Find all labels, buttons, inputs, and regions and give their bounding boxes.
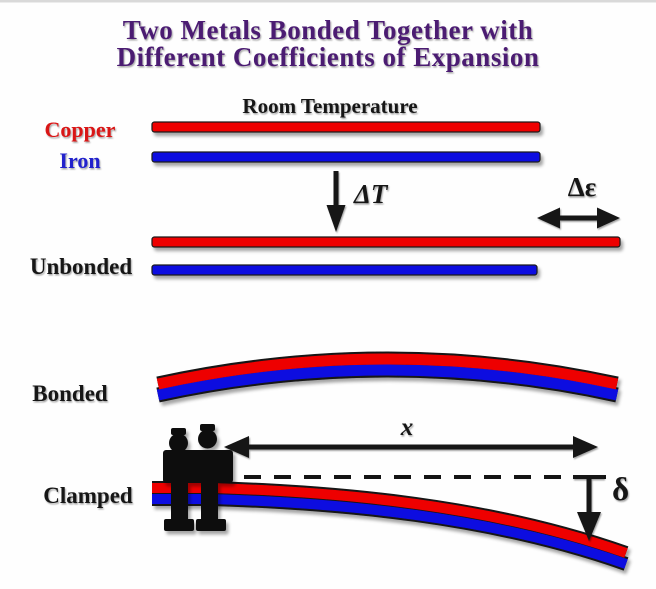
iron-label: Iron <box>59 148 100 173</box>
delta-epsilon-label: Δε <box>568 172 596 202</box>
clamped-copper-layer <box>152 483 628 558</box>
unbonded-copper-bar <box>151 236 621 248</box>
unbonded-label: Unbonded <box>30 254 132 279</box>
deflection-label: δ <box>612 472 629 508</box>
copper-bar-room-temp <box>151 121 541 133</box>
deflection-down-arrow-icon <box>573 475 604 541</box>
delta-t-label: ΔT <box>353 179 389 209</box>
unbonded-iron-bar <box>151 264 538 276</box>
copper-label: Copper <box>45 117 116 142</box>
top-border <box>0 0 656 3</box>
room-temp-strips <box>151 121 541 163</box>
bonded-iron-layer <box>156 364 619 401</box>
clamped-iron-layer <box>152 494 628 569</box>
room-temperature-heading: Room Temperature <box>242 94 417 118</box>
page-title: Two Metals Bonded Together with <box>123 15 534 45</box>
bonded-label: Bonded <box>32 381 108 406</box>
clamped-strip <box>152 481 629 571</box>
x-span-double-arrow-icon <box>224 436 598 458</box>
x-span-label: x <box>400 414 414 441</box>
clamp-icon <box>163 424 233 531</box>
delta-epsilon-double-arrow-icon <box>537 207 620 229</box>
iron-bar-room-temp <box>151 151 541 163</box>
unbonded-strips <box>151 236 621 276</box>
page-title: Different Coefficients of Expansion <box>117 42 540 72</box>
clamped-label: Clamped <box>43 483 133 508</box>
bonded-copper-layer <box>156 353 619 390</box>
delta-t-down-arrow-icon <box>326 171 346 232</box>
bonded-strip <box>156 351 619 403</box>
